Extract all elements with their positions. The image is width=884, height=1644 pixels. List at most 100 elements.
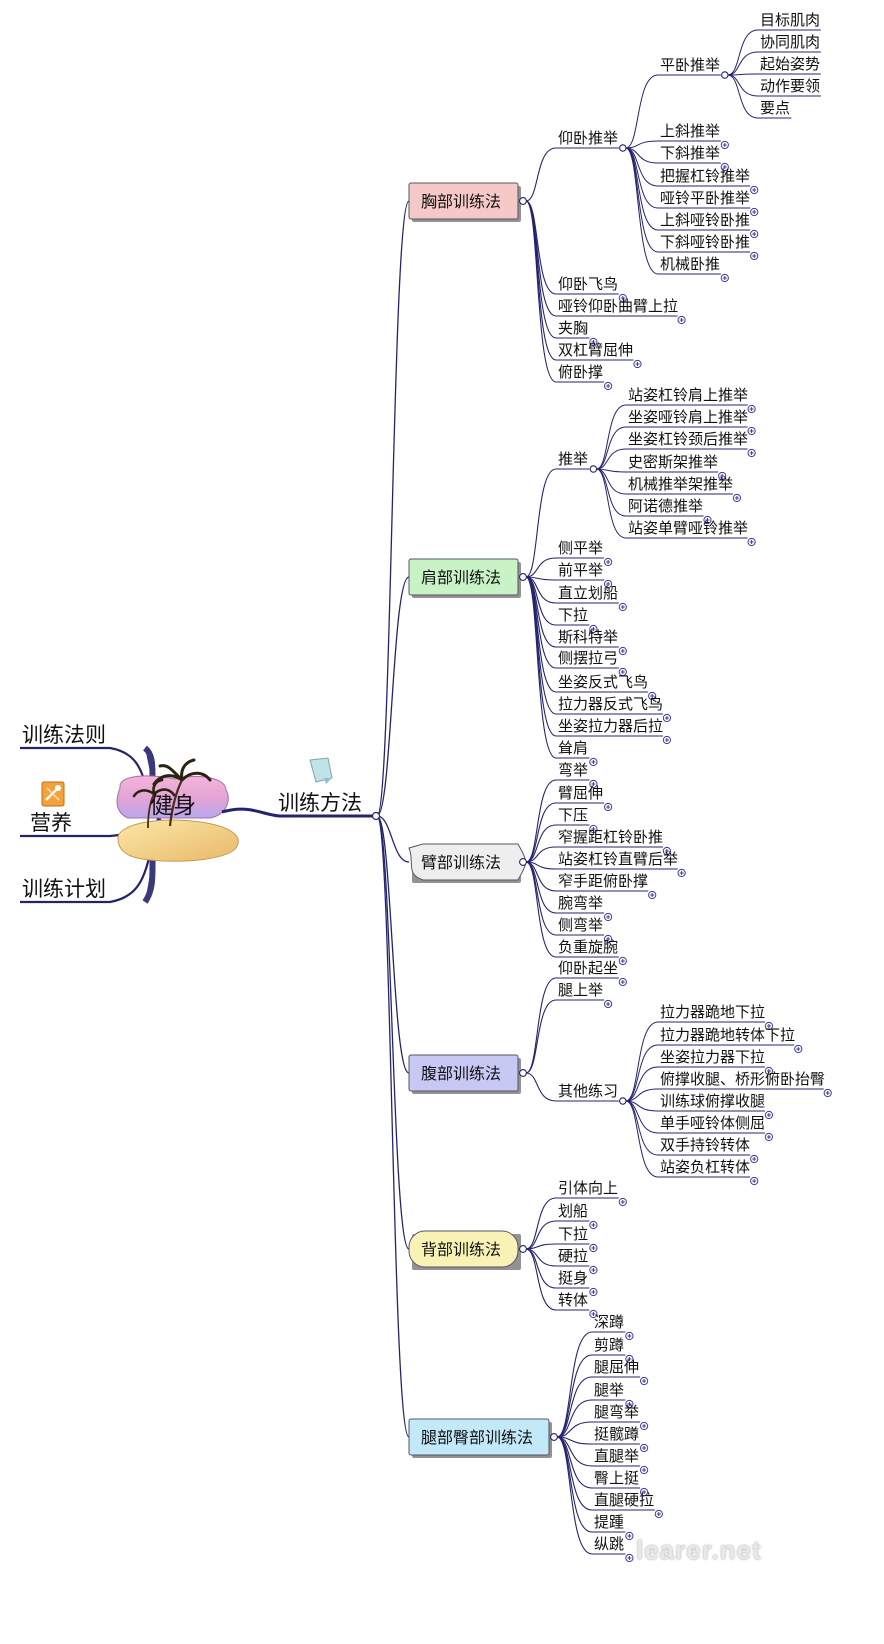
expand-toggle[interactable] [618, 293, 627, 303]
subitem-0-0-7[interactable]: 机械卧推 [660, 255, 720, 273]
expand-toggle[interactable] [604, 912, 613, 922]
item-1-5[interactable]: 斯科特举 [558, 628, 618, 646]
item-2-1[interactable]: 臂屈伸 [558, 784, 603, 802]
item-5-0[interactable]: 深蹲 [594, 1313, 624, 1331]
subitem-1-0-0[interactable]: 站姿杠铃肩上推举 [628, 386, 748, 404]
item-3-1[interactable]: 腿上举 [558, 981, 603, 999]
expand-toggle[interactable] [750, 185, 759, 195]
expand-toggle[interactable] [604, 999, 613, 1009]
subitem-3-2-6[interactable]: 双手持铃转体 [660, 1136, 750, 1154]
subitem-1-0-4[interactable]: 机械推举架推举 [628, 475, 733, 493]
subitem-1-0-5[interactable]: 阿诺德推举 [628, 497, 703, 515]
item-1-0[interactable]: 推举 [558, 450, 588, 468]
item-0-3[interactable]: 夹胸 [558, 319, 588, 337]
expand-toggle[interactable] [654, 1509, 663, 1519]
expand-toggle[interactable] [794, 1044, 803, 1054]
expand-toggle[interactable] [823, 1088, 832, 1098]
subitem-3-2-1[interactable]: 拉力器跪地转体下拉 [660, 1026, 795, 1044]
expand-toggle[interactable] [648, 890, 657, 900]
item-5-7[interactable]: 臀上挺 [594, 1469, 639, 1487]
expand-toggle[interactable] [640, 1421, 649, 1431]
item-3-2[interactable]: 其他练习 [558, 1082, 618, 1100]
leaf-0-0-0-2[interactable]: 起始姿势 [760, 55, 820, 73]
item-1-6[interactable]: 侧摆拉弓 [558, 649, 618, 667]
expand-toggle[interactable] [750, 207, 759, 217]
expand-toggle[interactable] [604, 381, 613, 391]
expand-toggle[interactable] [750, 229, 759, 239]
expand-toggle[interactable] [589, 1287, 598, 1297]
item-0-1[interactable]: 仰卧飞鸟 [558, 275, 618, 293]
item-2-6[interactable]: 腕弯举 [558, 894, 603, 912]
subitem-3-2-2[interactable]: 坐姿拉力器下拉 [660, 1048, 765, 1066]
branch-label-training-rules[interactable]: 训练法则 [22, 723, 106, 747]
item-1-4[interactable]: 下拉 [558, 606, 588, 624]
root-node[interactable]: 健身 [116, 758, 239, 862]
expand-toggle[interactable] [589, 337, 598, 347]
expand-toggle[interactable] [718, 471, 727, 481]
item-2-3[interactable]: 窄握距杠铃卧推 [558, 828, 663, 846]
item-0-4[interactable]: 双杠臂屈伸 [558, 341, 633, 359]
expand-toggle[interactable] [764, 1021, 774, 1031]
expand-toggle[interactable] [640, 1376, 649, 1386]
subitem-0-0-6[interactable]: 下斜哑铃卧推 [660, 233, 750, 251]
expand-toggle[interactable] [662, 735, 672, 745]
branch-label-nutrition[interactable]: 营养 [30, 811, 72, 835]
expand-toggle[interactable] [604, 557, 613, 567]
item-4-5[interactable]: 转体 [558, 1291, 588, 1309]
item-1-9[interactable]: 坐姿拉力器后拉 [558, 717, 663, 735]
subitem-0-0-0[interactable]: 平卧推举 [660, 56, 720, 74]
expand-toggle[interactable] [640, 1487, 649, 1497]
expand-toggle[interactable] [625, 1531, 634, 1541]
expand-toggle[interactable] [648, 691, 657, 701]
item-5-9[interactable]: 提踵 [594, 1513, 624, 1531]
subitem-3-2-5[interactable]: 单手哑铃体侧屈 [660, 1114, 765, 1132]
item-0-5[interactable]: 俯卧撑 [558, 363, 603, 381]
item-5-4[interactable]: 腿弯举 [594, 1403, 639, 1421]
expand-toggle[interactable] [720, 162, 729, 172]
item-0-0[interactable]: 仰卧推举 [558, 129, 618, 147]
expand-toggle[interactable] [625, 1553, 634, 1563]
item-4-3[interactable]: 硬拉 [558, 1247, 588, 1265]
expand-toggle[interactable] [764, 1066, 774, 1076]
item-5-1[interactable]: 剪蹲 [594, 1336, 624, 1354]
leaf-0-0-0-3[interactable]: 动作要领 [760, 77, 820, 95]
expand-toggle[interactable] [604, 579, 613, 589]
expand-toggle[interactable] [633, 359, 642, 369]
expand-toggle[interactable] [604, 934, 613, 944]
item-1-8[interactable]: 拉力器反式飞鸟 [558, 695, 663, 713]
item-5-3[interactable]: 腿举 [594, 1381, 624, 1399]
item-2-8[interactable]: 负重旋腕 [558, 938, 618, 956]
training-methods-label[interactable]: 训练方法 [278, 791, 362, 815]
item-1-3[interactable]: 直立划船 [558, 584, 618, 602]
item-4-4[interactable]: 挺身 [558, 1269, 588, 1287]
expand-toggle[interactable] [677, 315, 686, 325]
expand-toggle[interactable] [625, 1399, 634, 1409]
item-1-7[interactable]: 坐姿反式飞鸟 [558, 673, 648, 691]
expand-toggle[interactable] [618, 602, 627, 612]
category-node-0[interactable]: 胸部训练法 [408, 182, 527, 222]
subitem-3-2-4[interactable]: 训练球俯撑收腿 [660, 1092, 765, 1110]
expand-toggle[interactable] [747, 537, 756, 547]
item-0-2[interactable]: 哑铃仰卧曲臂上拉 [558, 297, 678, 315]
item-4-2[interactable]: 下拉 [558, 1225, 588, 1243]
item-2-0[interactable]: 弯举 [558, 761, 588, 779]
item-5-6[interactable]: 直腿举 [594, 1447, 639, 1465]
expand-toggle[interactable] [764, 1110, 774, 1120]
leaf-0-0-0-4[interactable]: 要点 [760, 99, 790, 117]
leaf-0-0-0-1[interactable]: 协同肌肉 [760, 33, 820, 51]
expand-toggle[interactable] [589, 1220, 598, 1230]
subitem-1-0-2[interactable]: 坐姿杠铃颈后推举 [628, 430, 748, 448]
expand-toggle[interactable] [750, 251, 759, 261]
expand-toggle[interactable] [747, 404, 756, 414]
subitem-3-2-0[interactable]: 拉力器跪地下拉 [660, 1003, 765, 1021]
category-node-5[interactable]: 腿部臀部训练法 [408, 1418, 558, 1458]
item-1-1[interactable]: 侧平举 [558, 539, 603, 557]
category-node-1[interactable]: 肩部训练法 [408, 558, 527, 598]
item-1-10[interactable]: 耸肩 [558, 739, 588, 757]
expand-toggle[interactable] [618, 646, 627, 656]
subitem-0-0-2[interactable]: 下斜推举 [660, 144, 720, 162]
category-node-4[interactable]: 背部训练法 [408, 1230, 527, 1270]
category-node-2[interactable]: 臂部训练法 [408, 843, 527, 883]
expand-toggle[interactable] [589, 757, 598, 767]
subitem-0-0-3[interactable]: 把握杠铃推举 [660, 167, 750, 185]
